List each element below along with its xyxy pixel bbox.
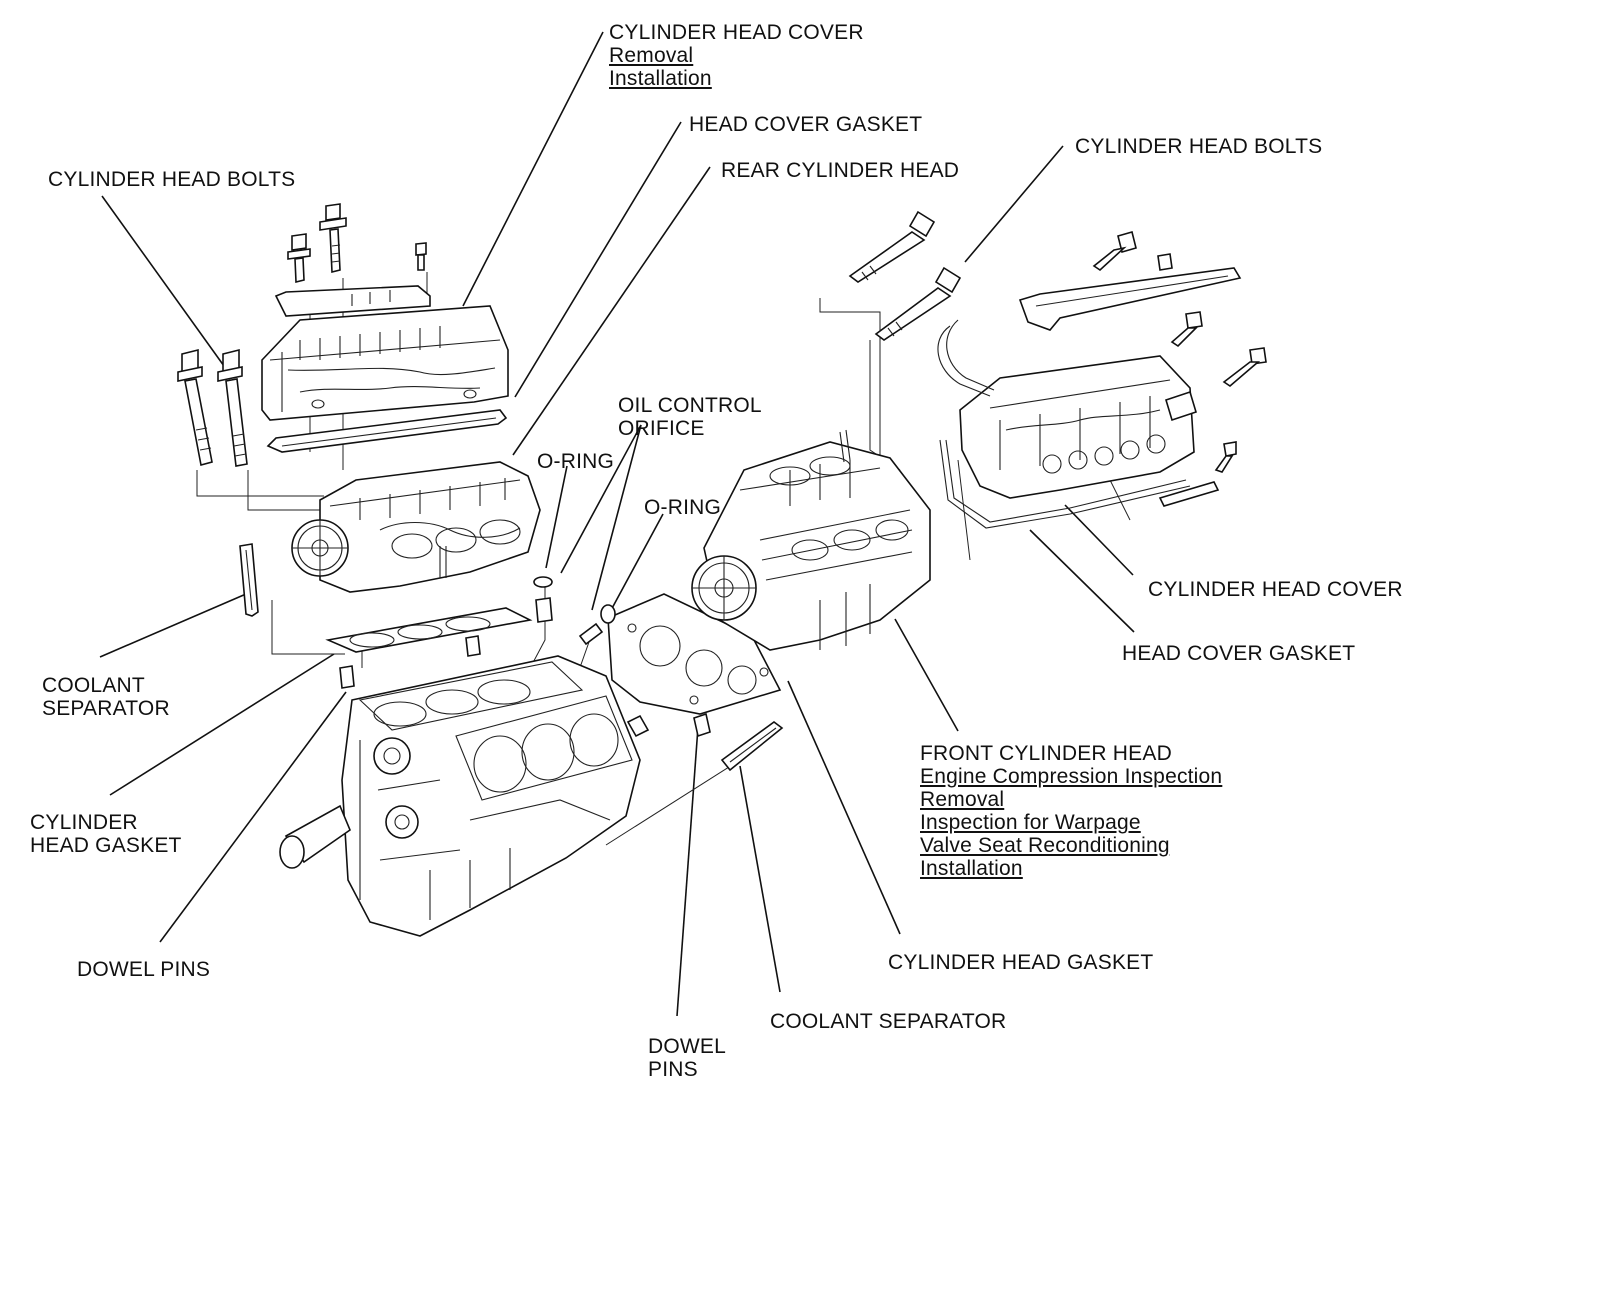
o-ring-right-icon	[578, 604, 616, 646]
label-o-ring-2: O-RING	[644, 496, 721, 519]
label-cylinder-head-bolts-right: CYLINDER HEAD BOLTS	[1075, 135, 1322, 158]
label-title: CYLINDER HEAD BOLTS	[1075, 135, 1323, 158]
label-cylinder-head-gasket-left: CYLINDER HEAD GASKET	[30, 811, 182, 857]
link-valve-seat-reconditioning[interactable]: Valve Seat Reconditioning	[920, 834, 1170, 857]
label-title: DOWEL PINS	[77, 958, 211, 981]
link-inspection-for-warpage[interactable]: Inspection for Warpage	[920, 811, 1141, 834]
link-front-head-removal[interactable]: Removal	[920, 788, 1005, 811]
label-title: REAR CYLINDER HEAD	[721, 159, 960, 182]
label-title: CYLINDER HEAD COVER	[1148, 578, 1403, 601]
label-title: CYLINDER HEAD GASKET	[888, 951, 1154, 974]
label-cylinder-head-cover-right: CYLINDER HEAD COVER	[1148, 578, 1403, 601]
front-head-cover-icon	[937, 319, 1197, 499]
label-title: COOLANT SEPARATOR	[770, 1010, 1007, 1033]
label-dowel-pins-bottom: DOWEL PINS	[648, 1035, 726, 1081]
label-dowel-pins-left: DOWEL PINS	[77, 958, 210, 981]
front-head-cover-gasket-icon	[939, 439, 1191, 529]
label-o-ring-1: O-RING	[537, 450, 614, 473]
label-line1: OIL CONTROL	[618, 394, 762, 417]
cover-bolts-right-icon	[1092, 231, 1267, 507]
label-oil-control-orifice: OIL CONTROL ORIFICE	[618, 394, 762, 440]
label-front-cylinder-head: FRONT CYLINDER HEAD Engine Compression I…	[920, 742, 1222, 880]
link-cylinder-head-cover-removal[interactable]: Removal	[609, 44, 694, 67]
label-line1: DOWEL	[648, 1035, 727, 1058]
label-head-cover-gasket-right: HEAD COVER GASKET	[1122, 642, 1355, 665]
label-title: FRONT CYLINDER HEAD	[920, 742, 1172, 765]
link-cylinder-head-cover-installation[interactable]: Installation	[609, 67, 712, 90]
label-line2: PINS	[648, 1058, 698, 1081]
label-title: CYLINDER HEAD COVER	[609, 21, 864, 44]
label-line2: ORIFICE	[618, 417, 705, 440]
label-title: HEAD COVER GASKET	[689, 113, 923, 136]
label-line1: COOLANT	[42, 674, 145, 697]
rear-cylinder-head-gasket-icon	[325, 607, 533, 653]
cover-bracket-icon	[1018, 267, 1242, 331]
coolant-separator-bottom-icon	[720, 721, 784, 772]
label-rear-cylinder-head: REAR CYLINDER HEAD	[721, 159, 959, 182]
label-title: O-RING	[644, 496, 722, 519]
link-engine-compression-inspection[interactable]: Engine Compression Inspection	[920, 765, 1223, 788]
leader-lines	[99, 31, 1135, 1017]
label-title: O-RING	[537, 450, 615, 473]
cylinder-head-bolts-left-icon	[177, 348, 248, 467]
rear-head-cover-gasket-icon	[266, 409, 508, 453]
front-cylinder-head-gasket-icon	[607, 593, 782, 715]
rear-head-cover-icon	[261, 285, 509, 421]
coolant-separator-left-icon	[239, 543, 259, 617]
label-line2: HEAD GASKET	[30, 834, 182, 857]
label-title: HEAD COVER GASKET	[1122, 642, 1356, 665]
label-line1: CYLINDER	[30, 811, 138, 834]
link-front-head-installation[interactable]: Installation	[920, 857, 1023, 880]
label-title: CYLINDER HEAD BOLTS	[48, 168, 296, 191]
front-cylinder-head-icon	[691, 429, 931, 651]
label-coolant-separator-bottom: COOLANT SEPARATOR	[770, 1010, 1006, 1033]
label-cylinder-head-cover-top: CYLINDER HEAD COVER Removal Installation	[609, 21, 864, 90]
label-coolant-separator-left: COOLANT SEPARATOR	[42, 674, 170, 720]
label-line2: SEPARATOR	[42, 697, 170, 720]
cylinder-head-bolts-right-icon	[848, 210, 962, 341]
o-ring-left-icon	[533, 576, 553, 623]
engine-block-icon	[279, 655, 641, 937]
rear-cylinder-head-icon	[291, 461, 541, 593]
dowel-pin-right-icon	[626, 712, 711, 738]
cover-bolts-left-icon	[287, 203, 427, 284]
label-cylinder-head-gasket-bottom: CYLINDER HEAD GASKET	[888, 951, 1153, 974]
dowel-pin-left-icon	[339, 635, 481, 689]
label-head-cover-gasket-top: HEAD COVER GASKET	[689, 113, 922, 136]
label-cylinder-head-bolts-left: CYLINDER HEAD BOLTS	[48, 168, 295, 191]
